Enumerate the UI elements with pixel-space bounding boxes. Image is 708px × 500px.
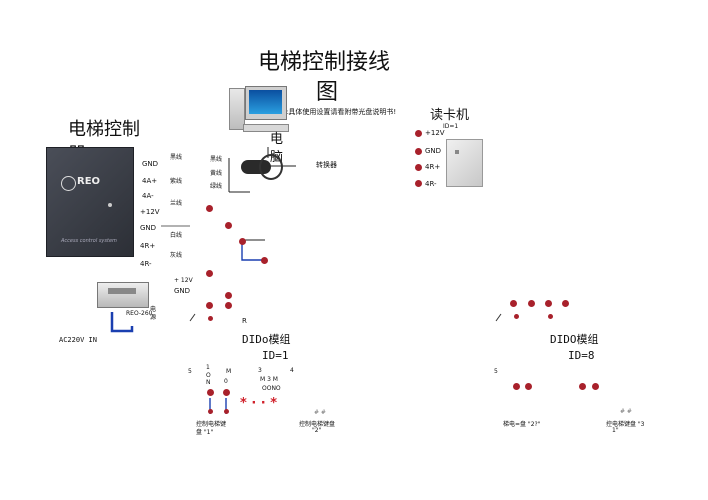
dido-left-mark-m3m: M 3 M (260, 376, 278, 383)
reader-terminal (415, 130, 422, 137)
terminal-point (225, 302, 232, 309)
terminal-point (225, 292, 232, 299)
dido-left-vert-n: N (206, 379, 211, 386)
computer-label: 电 (270, 132, 284, 147)
panel-left-a: 控制电梯键 (196, 421, 227, 428)
psu-label: 电源 (150, 306, 157, 321)
controller-brand: REO (77, 176, 101, 187)
dido-right-terminal (528, 300, 535, 307)
converter-wire-2: 黄线 (210, 170, 223, 177)
terminal-point (261, 257, 268, 264)
reader-label: 读卡机 (430, 108, 470, 123)
wire-label-white: 白线 (170, 232, 183, 239)
converter-image (239, 154, 283, 180)
panel-left-b: 控制电梯键盘 (299, 421, 336, 428)
diagram-title: 电梯控制接线 (258, 50, 391, 75)
note-text: 备注:具体使用设置请看附带光盘说明书! (272, 108, 397, 116)
panel-left-a2: 盘 "1" (196, 429, 214, 436)
hash-mark-left: # # (314, 409, 326, 416)
dido-left-vert-5: 5 (188, 368, 192, 375)
controller-pin-4a-plus: 4A+ (142, 177, 158, 185)
dido-right-terminal (562, 300, 569, 307)
dido-left-vert-1: 1 (206, 364, 210, 371)
wire-label-purple: 紫线 (170, 178, 183, 185)
card-reader-image (446, 139, 483, 187)
psu-model: REO-260 (126, 310, 153, 317)
terminal-point (208, 316, 213, 321)
dido-right-terminal (545, 300, 552, 307)
controller-pin-4r-plus: 4R+ (140, 242, 156, 250)
controller-pin-4r-minus: 4R- (140, 260, 152, 268)
terminal-point (206, 302, 213, 309)
panel-right-b2: 1" (612, 427, 619, 434)
psu-output-12v: + 12V (174, 277, 193, 284)
controller-pin-gnd-2: GND (140, 224, 157, 232)
reader-pin-gnd: GND (425, 147, 442, 155)
controller-label: 电梯控制 (68, 119, 140, 140)
panel-right-b: 控电梯键盘 "3 (606, 421, 645, 428)
wire-label-gray: 灰线 (170, 252, 183, 259)
terminal-point (206, 270, 213, 277)
r-label: R (242, 317, 247, 325)
mains-label: AC220V IN (59, 336, 97, 344)
hash-mark-right: # # (620, 408, 632, 415)
panel-left-b2: "2" (312, 427, 322, 434)
converter-label: 转换器 (316, 161, 337, 169)
controller-pin-12v: +12V (140, 208, 160, 216)
dido-left-terminal (223, 389, 230, 396)
converter-wire-3: 绿线 (210, 183, 223, 190)
dido-right-terminal (592, 383, 599, 390)
reader-terminal (415, 148, 422, 155)
dido-right-terminal (514, 314, 519, 319)
dido-left-mark-oono: OONO (262, 385, 281, 392)
dido-right-title: DIDO模组 (550, 333, 599, 346)
diagram-title-continued: 图 (316, 80, 339, 105)
dido-left-vert-o: O (206, 372, 211, 379)
dido-right-terminal (579, 383, 586, 390)
dido-left-terminal (224, 409, 229, 414)
dido-left-mark-4: 4 (290, 367, 294, 374)
controller-pin-gnd: GND (142, 160, 159, 168)
dido-right-vert-5: 5 (494, 368, 498, 375)
dido-left-vert-m: M (226, 368, 232, 375)
controller-caption: Access control system (61, 238, 117, 244)
dido-left-vert-0: 0 (224, 378, 228, 385)
dido-right-terminal (510, 300, 517, 307)
dido-left-title: DIDo模组 (242, 333, 291, 346)
terminal-point (225, 222, 232, 229)
panel-right-a: 梯电=盘 "2?" (503, 421, 541, 428)
wire-label-blue: 兰线 (170, 200, 183, 207)
terminal-point (206, 205, 213, 212)
controller-pin-4a-minus: 4A- (142, 192, 154, 200)
power-supply-image (97, 282, 149, 308)
dido-right-terminal (513, 383, 520, 390)
reader-pin-12v: +12V (425, 129, 445, 137)
reader-terminal (415, 164, 422, 171)
reader-terminal (415, 180, 422, 187)
converter-wire-1: 黑线 (210, 156, 223, 163)
dido-right-terminal (548, 314, 553, 319)
dido-left-terminal (208, 409, 213, 414)
dido-right-id: ID=8 (568, 349, 595, 362)
lock-icon (108, 203, 112, 207)
dido-right-terminal (525, 383, 532, 390)
dido-left-id: ID=1 (262, 349, 289, 362)
dido-left-terminal (207, 389, 214, 396)
controller-cabinet: REO Access control system (46, 147, 134, 257)
computer-image (229, 86, 289, 132)
wire-label-black: 黑线 (170, 154, 183, 161)
reader-pin-4r-minus: 4R- (425, 180, 437, 188)
psu-output-gnd: GND (174, 287, 191, 295)
reader-id: ID=1 (443, 123, 459, 130)
terminal-point (239, 238, 246, 245)
dido-left-stars: * · · * (240, 396, 278, 411)
reader-pin-4r-plus: 4R+ (425, 163, 441, 171)
brand-logo-icon (61, 176, 76, 191)
dido-left-mark-3: 3 (258, 367, 262, 374)
